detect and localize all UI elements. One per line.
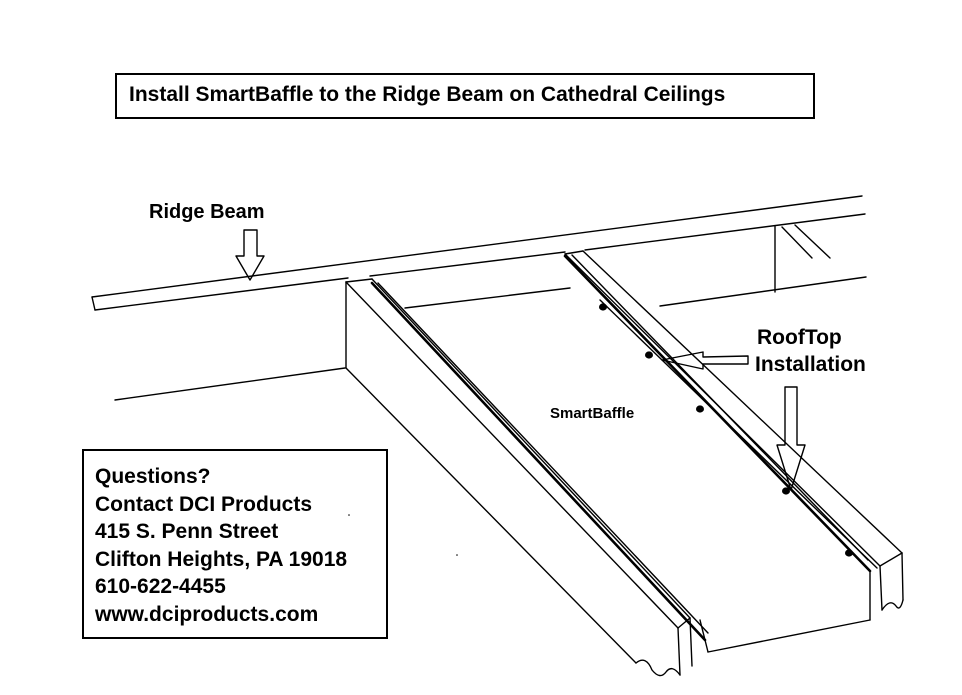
smartbaffle-panel xyxy=(370,254,872,653)
title-box: Install SmartBaffle to the Ridge Beam on… xyxy=(115,73,815,119)
rooftop-label-line2: Installation xyxy=(755,353,866,376)
ridge-beam-drawing xyxy=(91,195,866,311)
fastener-dot xyxy=(599,303,607,311)
contact-company: Contact DCI Products xyxy=(95,492,313,516)
contact-street: 415 S. Penn Street xyxy=(95,520,279,543)
left-rafter xyxy=(345,278,693,677)
rooftop-label-line1: RoofTop xyxy=(757,326,842,349)
diagram-title: Install SmartBaffle to the Ridge Beam on… xyxy=(129,83,726,106)
fastener-dot xyxy=(696,405,704,413)
fastener-dot xyxy=(845,549,853,557)
fastener-dot xyxy=(782,487,790,495)
smartbaffle-label: SmartBaffle xyxy=(550,405,635,422)
ridge-beam-label: Ridge Beam xyxy=(149,201,265,223)
contact-city: Clifton Heights, PA 19018 xyxy=(95,547,348,571)
rooftop-installation-label: RoofTop Installation xyxy=(755,324,866,378)
rafter-lines xyxy=(114,224,867,401)
speck xyxy=(348,514,350,516)
fastener-dot xyxy=(645,351,653,359)
ridge-beam-arrow xyxy=(235,229,265,281)
contact-phone: 610-622-4455 xyxy=(95,575,226,598)
fastener-dots xyxy=(599,303,853,557)
rooftop-left-arrow xyxy=(661,351,749,370)
rooftop-down-arrow xyxy=(776,386,806,491)
contact-box: Questions? Contact DCI Products 415 S. P… xyxy=(82,449,388,639)
contact-questions: Questions? xyxy=(95,465,211,488)
contact-website: www.dciproducts.com xyxy=(95,602,319,626)
speck xyxy=(456,554,458,556)
